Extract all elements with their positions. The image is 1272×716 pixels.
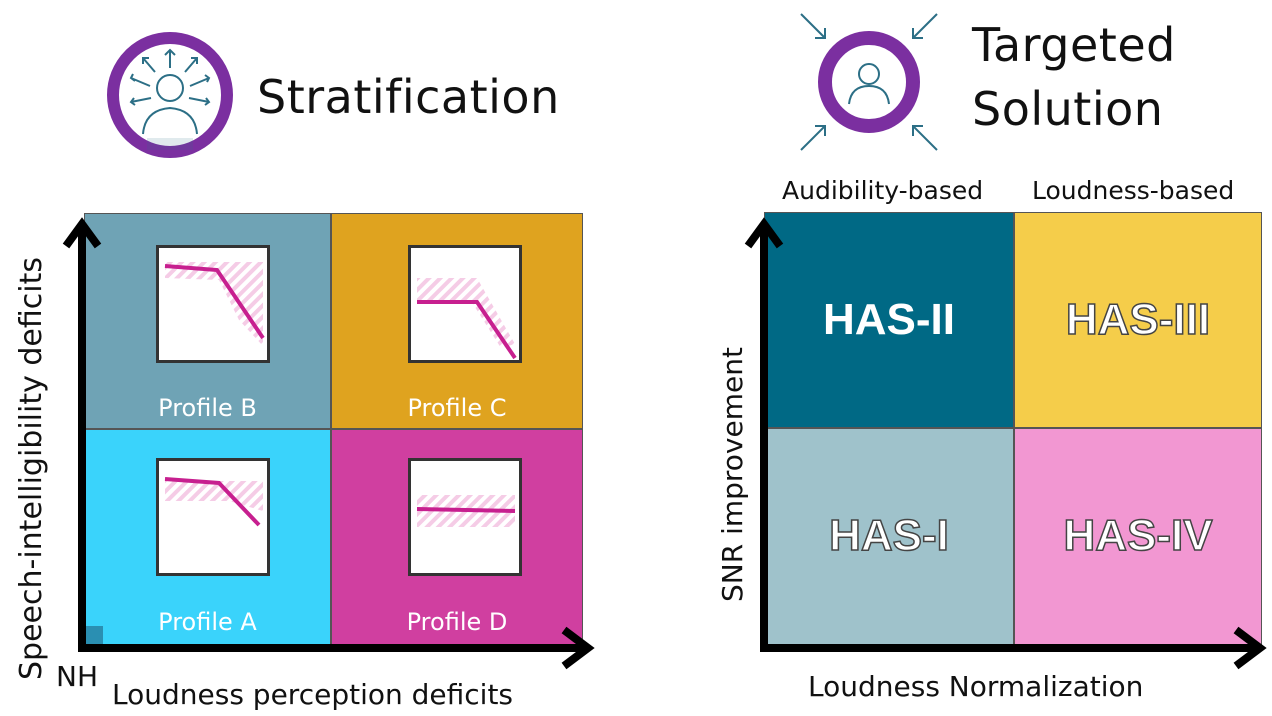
has-ii-cell: HAS-II — [764, 212, 1014, 428]
stratification-icon — [105, 30, 235, 160]
nh-label: NH — [56, 660, 98, 693]
profile-d-audiogram — [408, 458, 522, 576]
profile-b-audiogram — [156, 245, 270, 363]
profile-a-label: Profile A — [158, 608, 257, 636]
profile-c-audiogram — [408, 245, 522, 363]
right-y-axis-label: SNR improvement — [716, 347, 749, 602]
has-ii-label: HAS-II — [823, 295, 955, 344]
profile-a-cell: Profile A — [84, 429, 331, 645]
targeted-title-line1: Targeted — [972, 18, 1176, 72]
profile-c-cell: Profile C — [331, 213, 583, 429]
profile-b-label: Profile B — [158, 394, 257, 422]
stratification-title: Stratification — [257, 70, 560, 124]
has-iii-label: HAS-III — [1065, 294, 1211, 345]
targeted-solution-icon — [795, 8, 943, 156]
has-iii-cell: HAS-III — [1014, 212, 1262, 428]
left-x-axis-label: Loudness perception deficits — [112, 678, 514, 711]
left-axes — [62, 217, 595, 670]
profile-c-label: Profile C — [407, 394, 507, 422]
profile-b-cell: Profile B — [84, 213, 331, 429]
column-header-audibility: Audibility-based — [782, 176, 984, 205]
has-i-label: HAS-I — [828, 510, 949, 561]
has-iv-cell: HAS-IV — [1014, 428, 1262, 646]
profile-a-audiogram — [156, 458, 270, 576]
column-header-loudness: Loudness-based — [1032, 176, 1235, 205]
right-axes — [744, 217, 1267, 670]
right-x-axis-label: Loudness Normalization — [808, 670, 1144, 703]
has-iv-label: HAS-IV — [1063, 510, 1214, 561]
profile-d-cell: Profile D — [331, 429, 583, 645]
profile-d-label: Profile D — [406, 608, 508, 636]
has-i-cell: HAS-I — [764, 428, 1014, 646]
targeted-title-line2: Solution — [972, 82, 1164, 136]
nh-marker — [85, 626, 103, 644]
